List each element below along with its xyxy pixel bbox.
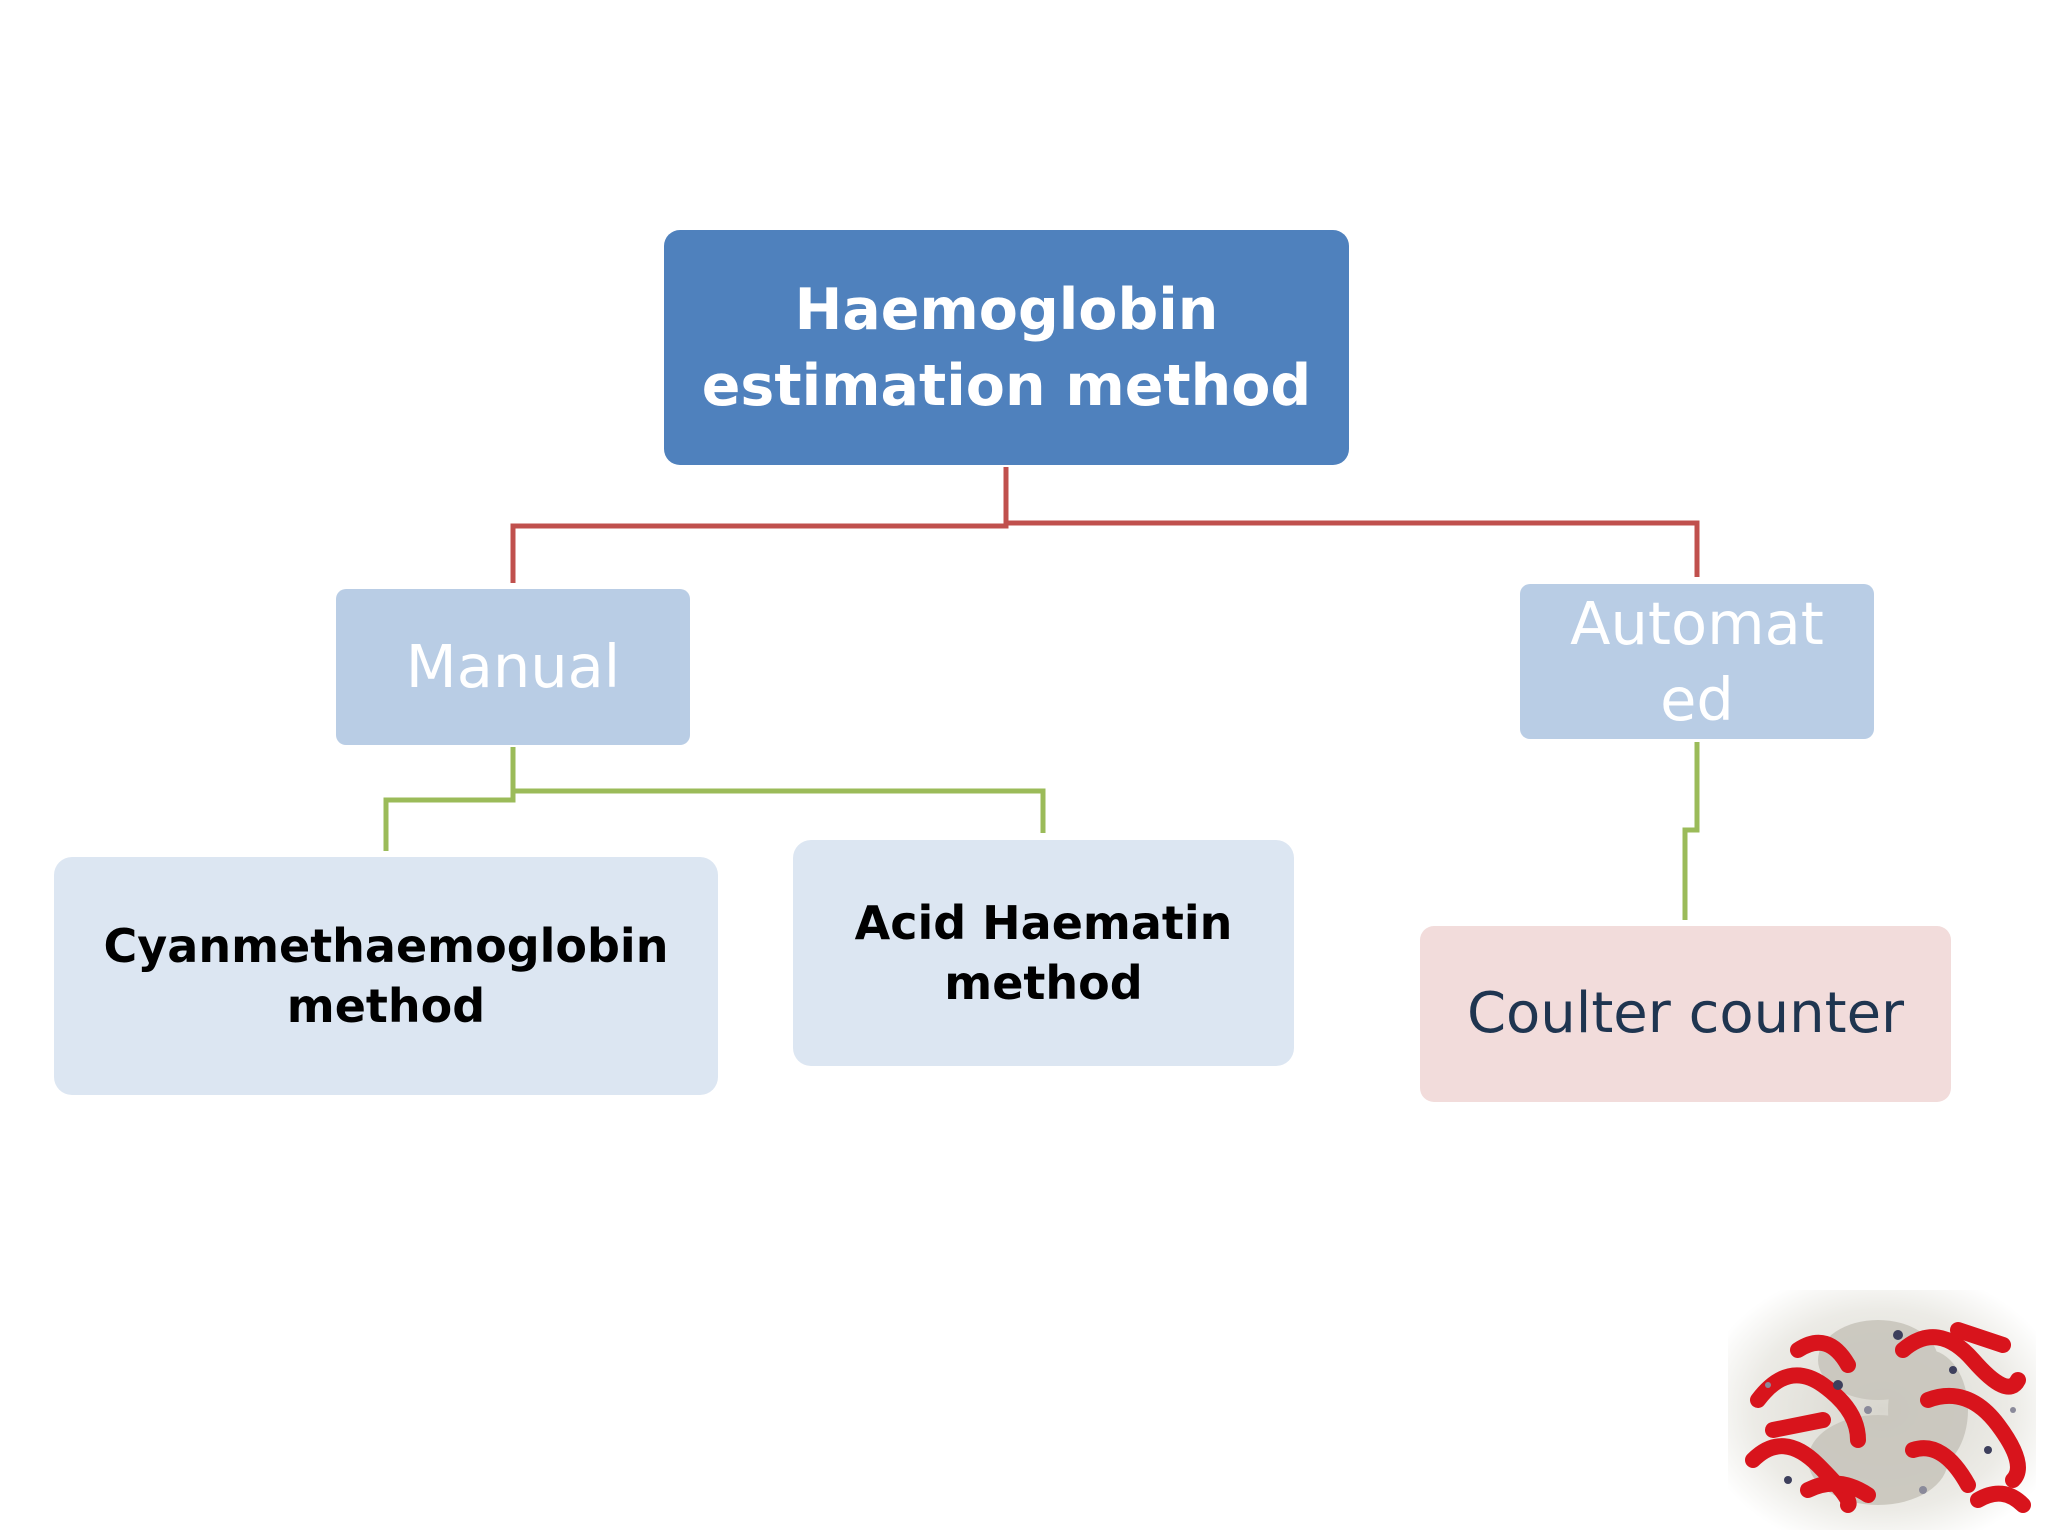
root-node-line1: Haemoglobin xyxy=(794,276,1219,343)
cyanmethaemoglobin-line1: Cyanmethaemoglobin xyxy=(103,919,669,973)
cyanmethaemoglobin-line2: method xyxy=(286,979,486,1033)
connector-root-manual xyxy=(510,467,1009,583)
automated-node-label: Automated xyxy=(1570,588,1824,734)
connector-root-automated xyxy=(1003,467,1700,577)
root-node-line2: estimation method xyxy=(701,352,1312,419)
acid-haematin-line2: method xyxy=(944,956,1143,1010)
connector-manual-acid xyxy=(510,747,1046,833)
cyanmethaemoglobin-node: Cyanmethaemoglobin method xyxy=(54,857,718,1095)
automated-node: Automated xyxy=(1520,584,1874,739)
haemoglobin-molecule-image xyxy=(1728,1290,2036,1530)
root-node: Haemoglobin estimation method xyxy=(664,230,1349,465)
manual-node-label: Manual xyxy=(405,632,621,701)
manual-node: Manual xyxy=(336,589,690,745)
acid-haematin-node: Acid Haematin method xyxy=(793,840,1294,1066)
connector-manual-cyan xyxy=(383,747,516,851)
connector-automated-coulter xyxy=(1682,742,1700,920)
coulter-counter-label: Coulter counter xyxy=(1466,981,1905,1046)
coulter-counter-node: Coulter counter xyxy=(1420,926,1951,1102)
acid-haematin-line1: Acid Haematin xyxy=(854,896,1233,950)
